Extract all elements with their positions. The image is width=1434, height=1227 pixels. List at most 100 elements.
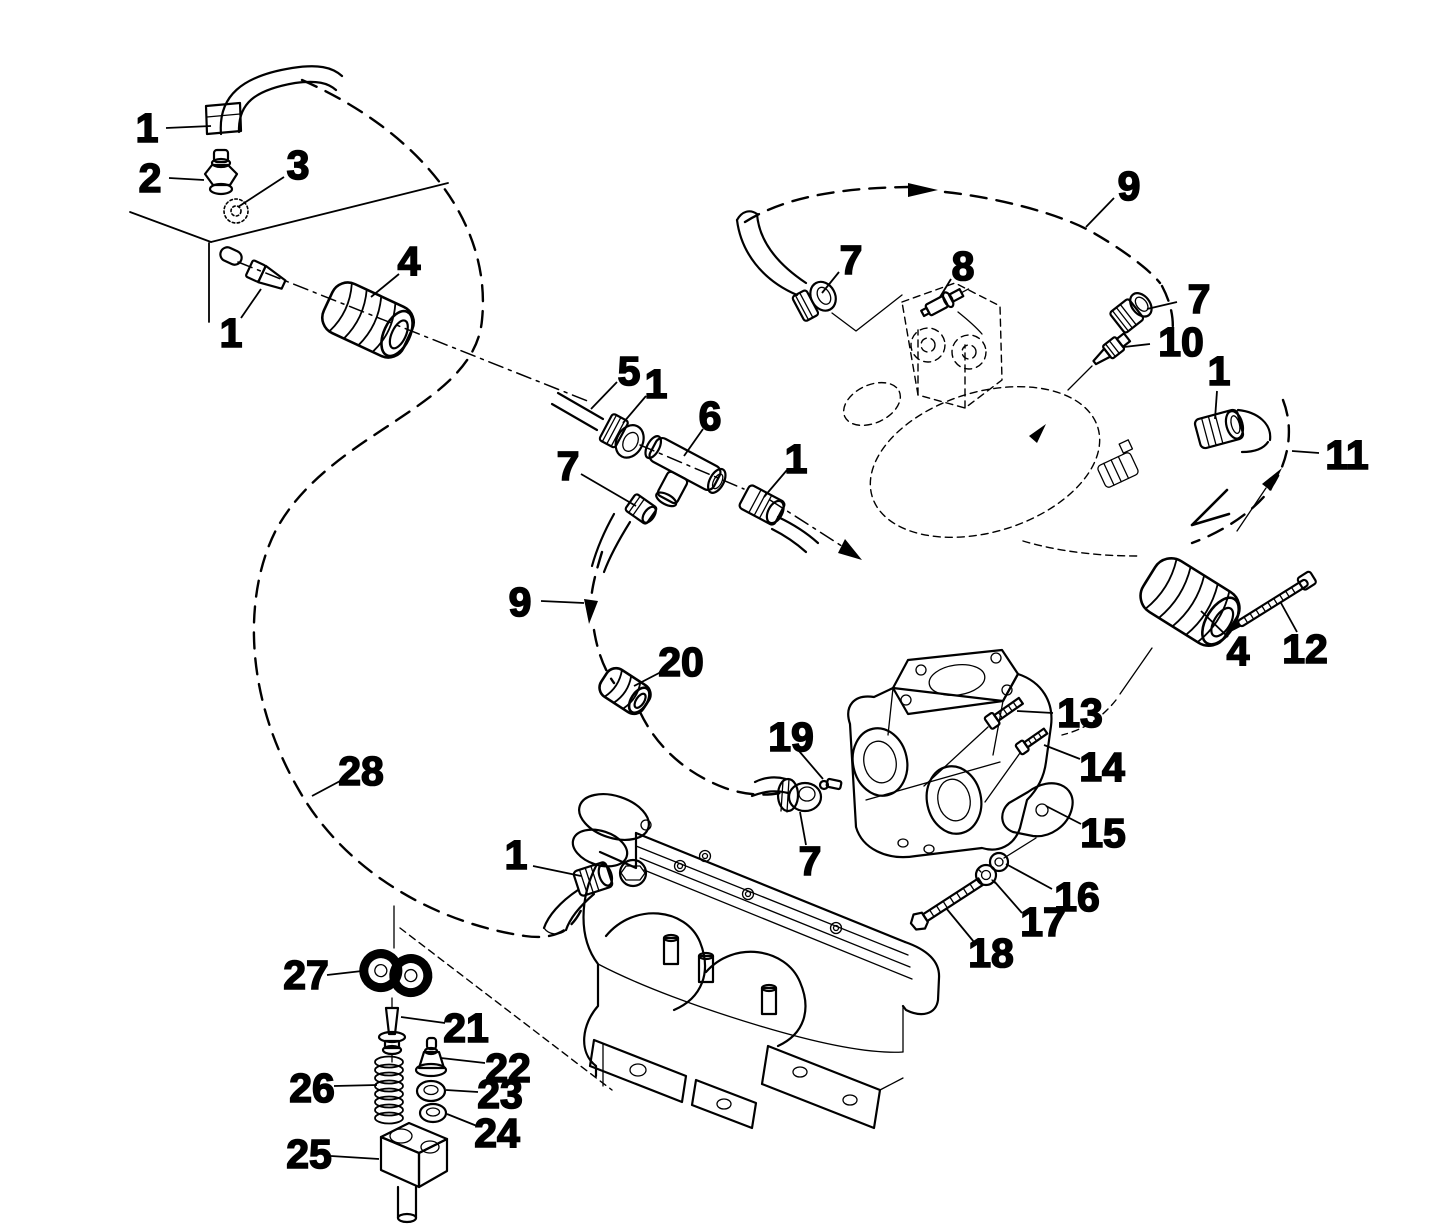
leader-line-1-30 bbox=[532, 865, 582, 877]
part-label-19-24: 19 bbox=[768, 714, 814, 760]
leader-line-5-5 bbox=[590, 381, 618, 410]
engine-cylinder-assembly bbox=[571, 793, 941, 1130]
exhaust-manifold-15 bbox=[847, 648, 1074, 859]
part-label-4-19: 4 bbox=[1227, 628, 1250, 674]
part-label-7-8: 7 bbox=[557, 443, 580, 489]
needle-21 bbox=[377, 997, 407, 1063]
part-label-12-20: 12 bbox=[1282, 626, 1328, 672]
part-label-28-29: 28 bbox=[338, 748, 384, 794]
fitting-1-right bbox=[1193, 408, 1272, 454]
part-label-25-37: 25 bbox=[286, 1131, 332, 1177]
gasket-27 bbox=[359, 949, 433, 998]
part-label-21-32: 21 bbox=[443, 1005, 489, 1051]
part-label-22-34: 22 bbox=[485, 1045, 531, 1091]
part-label-20-18: 20 bbox=[658, 639, 704, 685]
line-13 bbox=[923, 726, 989, 787]
part-label-23-35: 23 bbox=[477, 1071, 523, 1117]
leader-line-1-9 bbox=[763, 469, 788, 498]
leader-line-1-15 bbox=[1214, 390, 1218, 420]
sleeve-20 bbox=[598, 666, 652, 716]
leader-line-15-23 bbox=[1045, 805, 1082, 825]
cable-tie-12 bbox=[1229, 570, 1317, 633]
leader-line-20-18 bbox=[633, 671, 662, 687]
leader-line-7-10 bbox=[821, 271, 840, 294]
hose-11-dashed bbox=[1190, 398, 1291, 545]
valve-assembly bbox=[359, 905, 613, 1224]
hose-7-top bbox=[735, 210, 903, 332]
sleeve-4-left bbox=[321, 281, 415, 359]
leader-line-13-21 bbox=[1016, 710, 1054, 714]
leader-line-21-32 bbox=[400, 1016, 446, 1024]
sleeve-4-right bbox=[1139, 557, 1241, 647]
part-label-9-17: 9 bbox=[509, 579, 532, 625]
washer-23 bbox=[415, 1079, 447, 1103]
leader-line-7-8 bbox=[580, 473, 637, 507]
barb-19 bbox=[818, 777, 843, 791]
part-label-1-0: 1 bbox=[136, 105, 159, 151]
part-label-1-4: 1 bbox=[220, 310, 243, 356]
line-bracket-to-16 bbox=[1003, 837, 1037, 859]
fitting-10-right bbox=[1092, 332, 1132, 366]
leader-line-9-17 bbox=[540, 600, 585, 604]
flow-arrow-carburetor bbox=[1029, 424, 1046, 443]
part-label-24-36: 24 bbox=[474, 1110, 520, 1156]
leader-line-8-11 bbox=[939, 278, 952, 298]
cylinder-studs bbox=[662, 933, 778, 1016]
leader-line-23-35 bbox=[445, 1089, 479, 1093]
pin-left bbox=[219, 246, 243, 266]
part-label-10-14: 10 bbox=[1158, 319, 1204, 365]
leader-line-7-13 bbox=[1146, 301, 1178, 310]
part-label-17-27: 17 bbox=[1020, 899, 1066, 945]
part-label-14-22: 14 bbox=[1079, 744, 1125, 790]
leader-line-6-7 bbox=[683, 428, 704, 457]
hose-1-top bbox=[204, 65, 344, 136]
leader-line-22-34 bbox=[440, 1057, 486, 1064]
flow-top-dashed bbox=[743, 185, 1174, 347]
clamp-on-carburetor bbox=[1097, 439, 1139, 488]
fitting-2 bbox=[203, 148, 239, 196]
base-flanges bbox=[588, 1005, 904, 1130]
leader-line-27-31 bbox=[326, 970, 363, 976]
leader-line-14-22 bbox=[1043, 744, 1081, 760]
line-10-tail bbox=[1067, 365, 1093, 391]
fitting-1-mid bbox=[738, 484, 820, 554]
part-label-1-9: 1 bbox=[785, 436, 808, 482]
line-8-to-carb bbox=[957, 311, 983, 335]
bolt-14 bbox=[1014, 727, 1049, 756]
part-label-6-7: 6 bbox=[699, 393, 722, 439]
part-label-27-31: 27 bbox=[283, 952, 329, 998]
leader-line-2-1 bbox=[168, 177, 205, 181]
leader-line-1-6 bbox=[622, 395, 647, 424]
leader-line-1-4 bbox=[240, 288, 262, 319]
part-label-15-23: 15 bbox=[1080, 810, 1126, 856]
part-label-16-26: 16 bbox=[1054, 874, 1100, 920]
leader-line-18-28 bbox=[945, 907, 975, 943]
fitting-block-25 bbox=[379, 1121, 449, 1224]
leader-line-10-14 bbox=[1123, 343, 1151, 348]
part-label-7-10: 7 bbox=[840, 237, 863, 283]
seat-22 bbox=[414, 1036, 448, 1078]
leader-line-9-12 bbox=[1085, 197, 1115, 228]
washer-17 bbox=[974, 863, 998, 887]
flow-arrow-center bbox=[838, 539, 862, 560]
hose-28-dashed-loop bbox=[252, 78, 585, 939]
leader-line-3-2 bbox=[237, 176, 285, 208]
spring-26 bbox=[374, 1055, 404, 1125]
leader-line-17-27 bbox=[993, 880, 1023, 914]
leader-line-4-19 bbox=[1200, 610, 1229, 638]
leader-line-26-33 bbox=[333, 1084, 378, 1087]
bolt-13 bbox=[983, 696, 1024, 730]
leader-line-28-29 bbox=[311, 779, 343, 797]
leader-line-25-37 bbox=[330, 1155, 380, 1160]
line-sleeve4-to-manifold bbox=[1061, 647, 1153, 736]
part-label-5-5: 5 bbox=[618, 348, 641, 394]
part-label-11-16: 11 bbox=[1325, 432, 1368, 478]
line-14 bbox=[984, 752, 1021, 803]
part-label-1-15: 1 bbox=[1208, 348, 1231, 394]
part-label-8-11: 8 bbox=[952, 243, 975, 289]
flow-arrow-9 bbox=[584, 599, 598, 624]
leader-line-7-25 bbox=[799, 811, 807, 846]
